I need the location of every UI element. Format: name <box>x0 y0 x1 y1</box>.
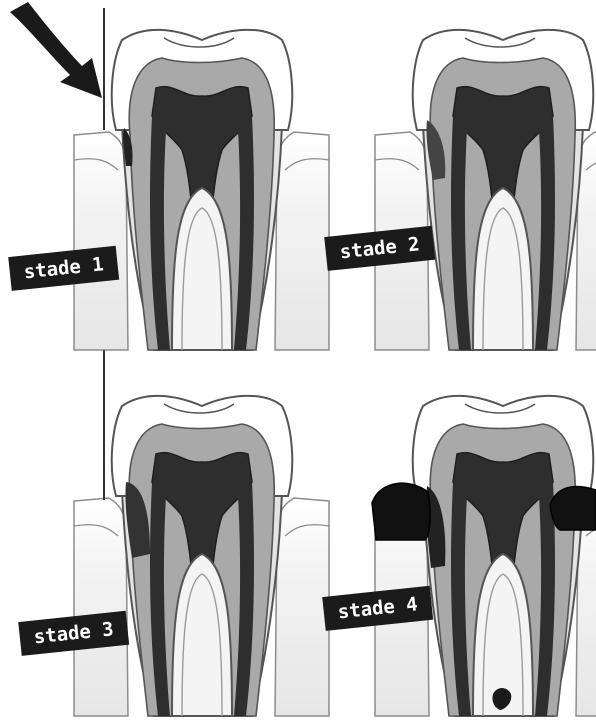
arrow-icon <box>10 2 102 98</box>
tooth-stage-4 <box>375 396 596 716</box>
tooth-stage-2 <box>375 30 596 350</box>
tooth-stage-3 <box>74 396 329 716</box>
gum-recession-left-stage-4 <box>372 483 430 540</box>
gum-recession-right-stage-4 <box>550 486 596 530</box>
tooth-stage-1 <box>74 30 329 350</box>
